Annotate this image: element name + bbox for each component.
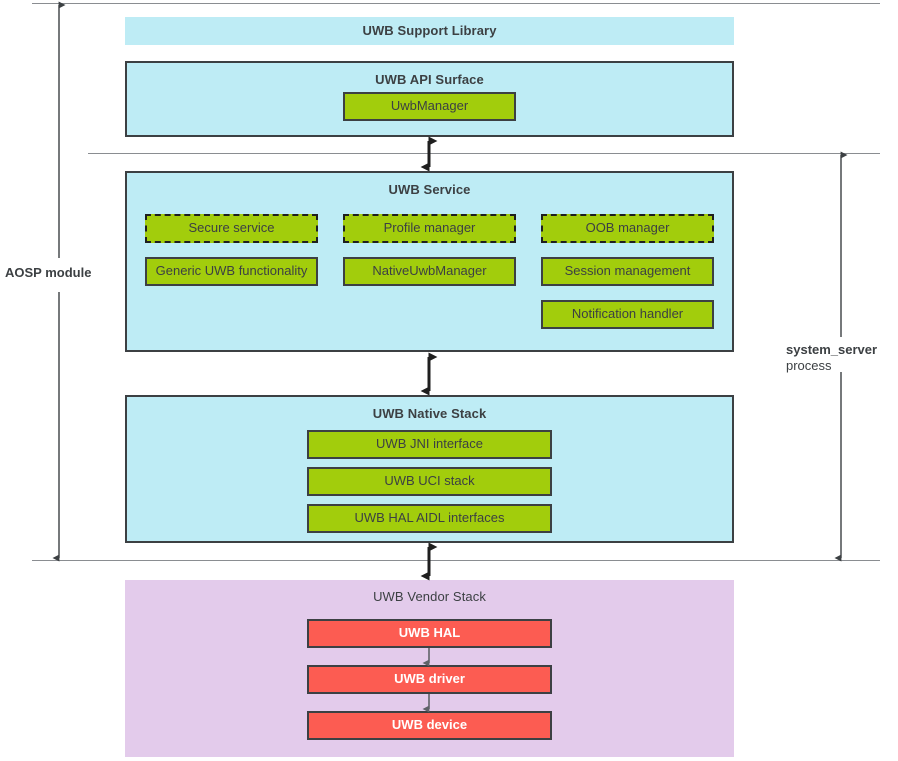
aosp-module-text: AOSP module (5, 265, 92, 280)
module-session-management[interactable]: Session management (541, 257, 714, 286)
module-uwb-jni-interface-label: UWB JNI interface (376, 436, 483, 452)
module-generic-uwb-functionality[interactable]: Generic UWB functionality (145, 257, 318, 286)
module-secure-service-label: Secure service (188, 220, 275, 236)
guide-line-top (32, 3, 880, 4)
module-uwbmanager[interactable]: UwbManager (343, 92, 516, 121)
module-notification-handler-label: Notification handler (571, 306, 684, 322)
module-uwb-hal[interactable]: UWB HAL (307, 619, 552, 648)
vendor-stack-title: UWB Vendor Stack (373, 589, 486, 604)
module-oob-manager-label: OOB manager (585, 220, 670, 236)
support-library-title: UWB Support Library (362, 23, 497, 38)
module-nativeuwbmanager[interactable]: NativeUwbManager (343, 257, 516, 286)
label-system-server-process: system_server process (786, 342, 894, 375)
layer-api-surface: UWB API Surface (125, 61, 734, 137)
module-uwb-device-label: UWB device (391, 717, 468, 733)
module-uwb-hal-aidl-interfaces-label: UWB HAL AIDL interfaces (354, 510, 505, 526)
label-aosp-module: AOSP module (5, 265, 105, 281)
guide-line-bottom (32, 560, 880, 561)
module-profile-manager-label: Profile manager (383, 220, 476, 236)
module-uwb-hal-label: UWB HAL (398, 625, 461, 641)
module-uwb-hal-aidl-interfaces[interactable]: UWB HAL AIDL interfaces (307, 504, 552, 533)
module-profile-manager[interactable]: Profile manager (343, 214, 516, 243)
system-server-text: system_server (786, 342, 878, 357)
module-uwb-jni-interface[interactable]: UWB JNI interface (307, 430, 552, 459)
module-uwb-uci-stack[interactable]: UWB UCI stack (307, 467, 552, 496)
process-text: process (786, 358, 832, 374)
module-nativeuwbmanager-label: NativeUwbManager (372, 263, 487, 279)
native-stack-title: UWB Native Stack (372, 406, 487, 421)
module-session-management-label: Session management (564, 263, 691, 279)
layer-support-library: UWB Support Library (125, 17, 734, 45)
module-oob-manager[interactable]: OOB manager (541, 214, 714, 243)
module-secure-service[interactable]: Secure service (145, 214, 318, 243)
module-uwb-driver-label: UWB driver (394, 671, 465, 687)
module-generic-uwb-functionality-label: Generic UWB functionality (155, 263, 308, 279)
api-surface-title: UWB API Surface (375, 72, 484, 87)
module-uwb-device[interactable]: UWB device (307, 711, 552, 740)
module-uwbmanager-label: UwbManager (390, 98, 469, 114)
guide-line-api-service (88, 153, 880, 154)
module-notification-handler[interactable]: Notification handler (541, 300, 714, 329)
module-uwb-uci-stack-label: UWB UCI stack (384, 473, 475, 489)
uwb-service-title: UWB Service (388, 182, 471, 197)
module-uwb-driver[interactable]: UWB driver (307, 665, 552, 694)
